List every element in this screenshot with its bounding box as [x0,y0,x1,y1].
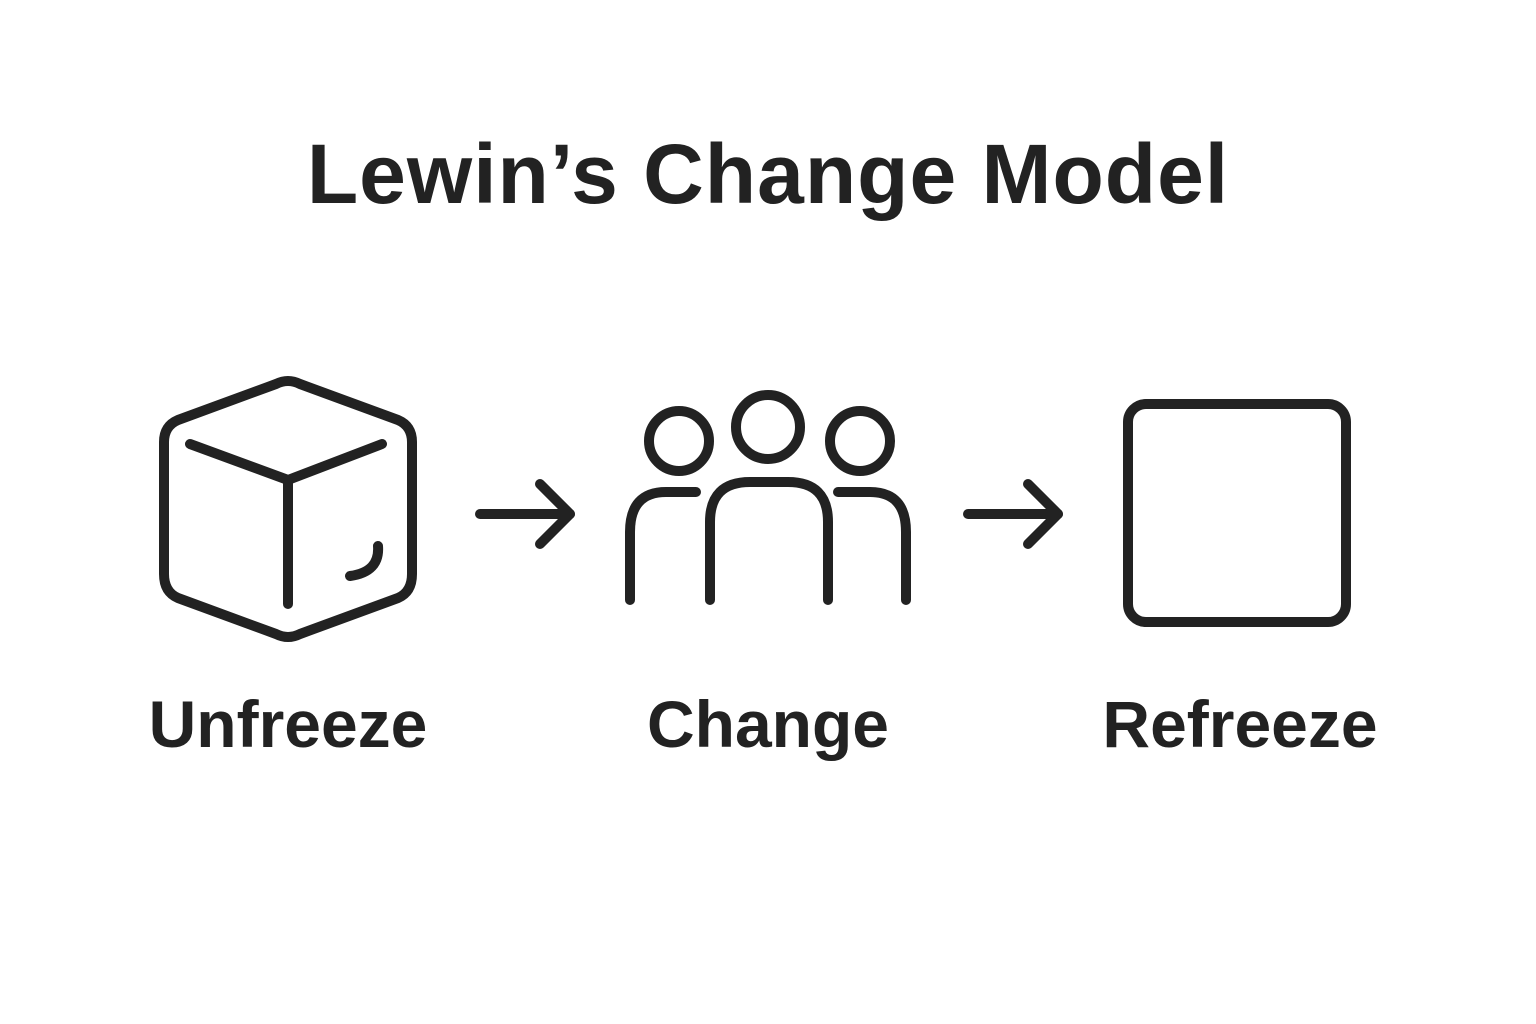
people-group-icon [620,390,920,612]
diagram-title: Lewin’s Change Model [306,127,1230,221]
ice-cube-icon [159,376,417,642]
stage-label-refreeze: Refreeze [1102,687,1378,761]
stage-label-change: Change [646,687,890,761]
stage-label-unfreeze: Unfreeze [148,687,428,761]
right-arrow-icon [962,478,1072,555]
square-block-icon [1122,398,1352,628]
right-arrow-icon [474,478,584,555]
